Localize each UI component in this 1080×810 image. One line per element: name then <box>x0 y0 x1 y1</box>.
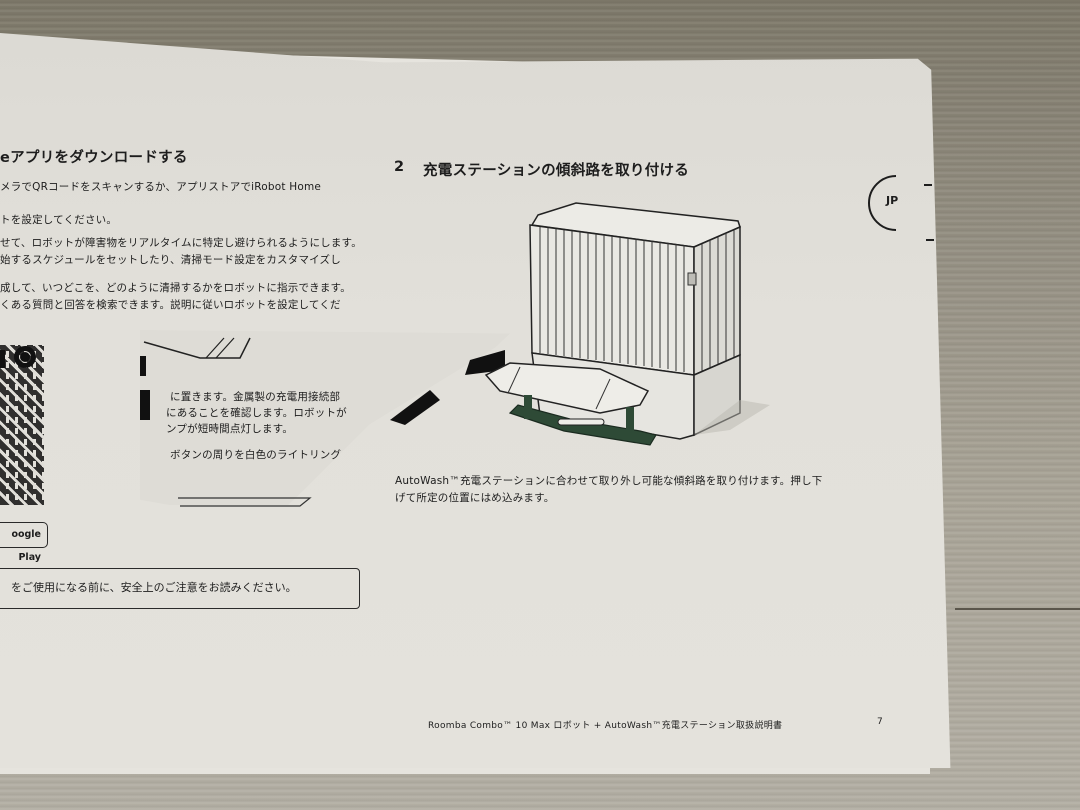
left-line-3: 始するスケジュールをセットしたり、清掃モード設定をカスタマイズし <box>0 254 341 266</box>
flap-line-3: ンプが短時間点灯します。 <box>166 423 294 435</box>
left-line-1: トを設定してください。 <box>0 214 118 226</box>
step-number: 2 <box>394 159 405 175</box>
step-title: 充電ステーションの傾斜路を取り付ける <box>423 163 690 179</box>
plank-gap <box>955 608 1080 610</box>
left-section-heading: eアプリをダウンロードする <box>0 150 188 166</box>
flap-line-1: に置きます。金属製の充電用接続部 <box>170 391 341 403</box>
tab-tick-top <box>924 184 932 186</box>
tab-tick-bottom <box>926 239 934 241</box>
flap-line-2: にあることを確認します。ロボットが <box>166 407 347 419</box>
charging-station-illustration <box>484 202 770 446</box>
footer-title: Roomba Combo™ 10 Max ロボット + AutoWash™充電ス… <box>428 721 783 731</box>
irobot-logo-icon <box>0 350 5 368</box>
qr-code-pattern <box>0 345 44 505</box>
left-line-2: せて、ロボットが障害物をリアルタイムに特定し避けられるようにします。 <box>0 237 362 249</box>
irobot-logo-dot <box>20 352 30 362</box>
google-play-button[interactable]: oogle Play <box>0 522 48 563</box>
page-number: 7 <box>877 717 884 727</box>
step-description-line-2: げて所定の位置にはめ込みます。 <box>395 492 555 504</box>
step-description-line-1: AutoWash™充電ステーションに合わせて取り外し可能な傾斜路を取り付けます。… <box>395 475 823 487</box>
language-tab-label[interactable]: JP <box>886 194 899 207</box>
left-intro-text: メラでQRコードをスキャンするか、アプリストアでiRobot Home <box>0 181 322 193</box>
flap-edge-lines <box>140 337 505 507</box>
left-line-4: 成して、いつどこを、どのように清掃するかをロボットに指示できます。 <box>0 282 351 294</box>
safety-notice-box: をご使用になる前に、安全上のご注意をお読みください。 <box>0 568 360 609</box>
flap-line-4: ボタンの周りを白色のライトリング <box>170 449 342 461</box>
left-line-5: くある質問と回答を検索できます。説明に従いロボットを設定してくだ <box>0 299 341 311</box>
irobot-logo-ring <box>14 346 36 368</box>
